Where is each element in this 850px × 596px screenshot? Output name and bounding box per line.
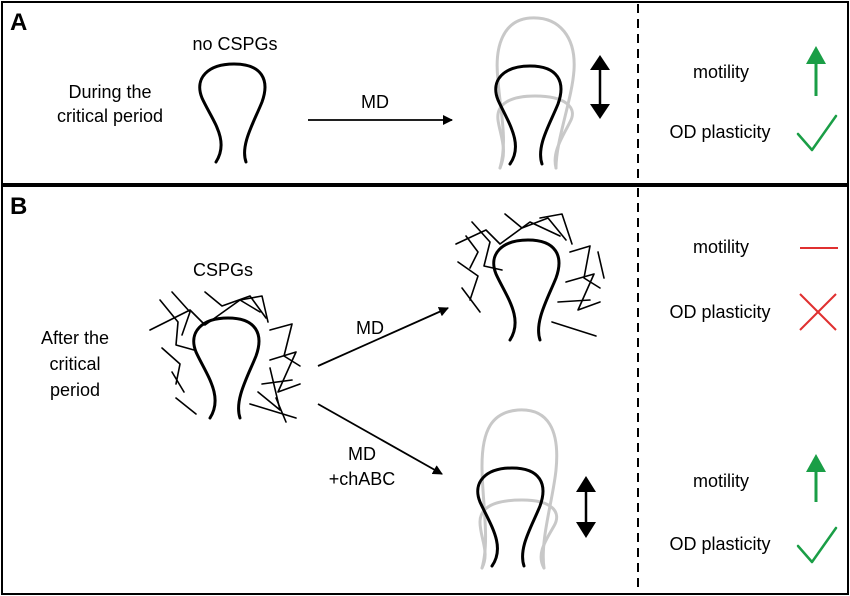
spine-with-cspgs bbox=[192, 316, 261, 420]
panel-b-upper-motility-label: motility bbox=[693, 237, 749, 257]
cross-icon bbox=[799, 293, 837, 331]
panel-b-lower-motility-label: motility bbox=[693, 471, 749, 491]
spine-ghost-elongated bbox=[495, 16, 576, 170]
spine-stabilized bbox=[492, 238, 561, 342]
spine-ghost-elongated-b bbox=[480, 408, 559, 570]
cspg-mesh-left bbox=[149, 291, 301, 423]
panel-a-condition-line1: During the bbox=[68, 82, 151, 102]
panel-a-spine-label: no CSPGs bbox=[192, 34, 277, 54]
md-arrow-upper-label: MD bbox=[356, 318, 384, 338]
double-arrow-icon bbox=[576, 476, 596, 538]
panel-a-od-plasticity-label: OD plasticity bbox=[669, 122, 770, 142]
double-arrow-icon bbox=[590, 55, 610, 119]
spine-motile bbox=[494, 64, 563, 166]
panel-b-upper-od-plasticity-label: OD plasticity bbox=[669, 302, 770, 322]
md-chabc-arrow bbox=[317, 403, 443, 475]
panel-b: B After the critical period CSPGs MD bbox=[1, 185, 849, 595]
panel-b-letter: B bbox=[10, 193, 27, 220]
spine-ghost-retracted-b bbox=[478, 498, 559, 570]
cspg-mesh-upper bbox=[455, 213, 605, 337]
panel-b-lower-od-plasticity-label: OD plasticity bbox=[669, 534, 770, 554]
md-arrow-upper bbox=[317, 307, 449, 367]
panel-a-motility-label: motility bbox=[693, 62, 749, 82]
panel-a: A During the critical period no CSPGs MD… bbox=[1, 1, 849, 185]
spine-without-cspgs bbox=[198, 62, 267, 164]
md-arrow-label: MD bbox=[361, 92, 389, 112]
up-arrow-icon bbox=[806, 454, 826, 502]
panel-b-condition-line2: critical bbox=[49, 354, 100, 374]
panel-b-condition-line1: After the bbox=[41, 328, 109, 348]
panel-b-spine-label: CSPGs bbox=[193, 260, 253, 280]
panel-b-condition-line3: period bbox=[50, 380, 100, 400]
panel-a-condition-line2: critical period bbox=[57, 106, 163, 126]
check-icon bbox=[796, 114, 838, 152]
spine-motile-b bbox=[476, 466, 545, 568]
panel-a-letter: A bbox=[10, 9, 27, 36]
check-icon bbox=[796, 526, 838, 564]
spine-ghost-retracted bbox=[496, 94, 574, 170]
md-chabc-label-line1: MD bbox=[348, 444, 376, 464]
panel-a-border bbox=[1, 1, 849, 185]
up-arrow-icon bbox=[806, 46, 826, 96]
panel-b-border bbox=[1, 185, 849, 595]
md-chabc-label-line2: +chABC bbox=[329, 469, 396, 489]
